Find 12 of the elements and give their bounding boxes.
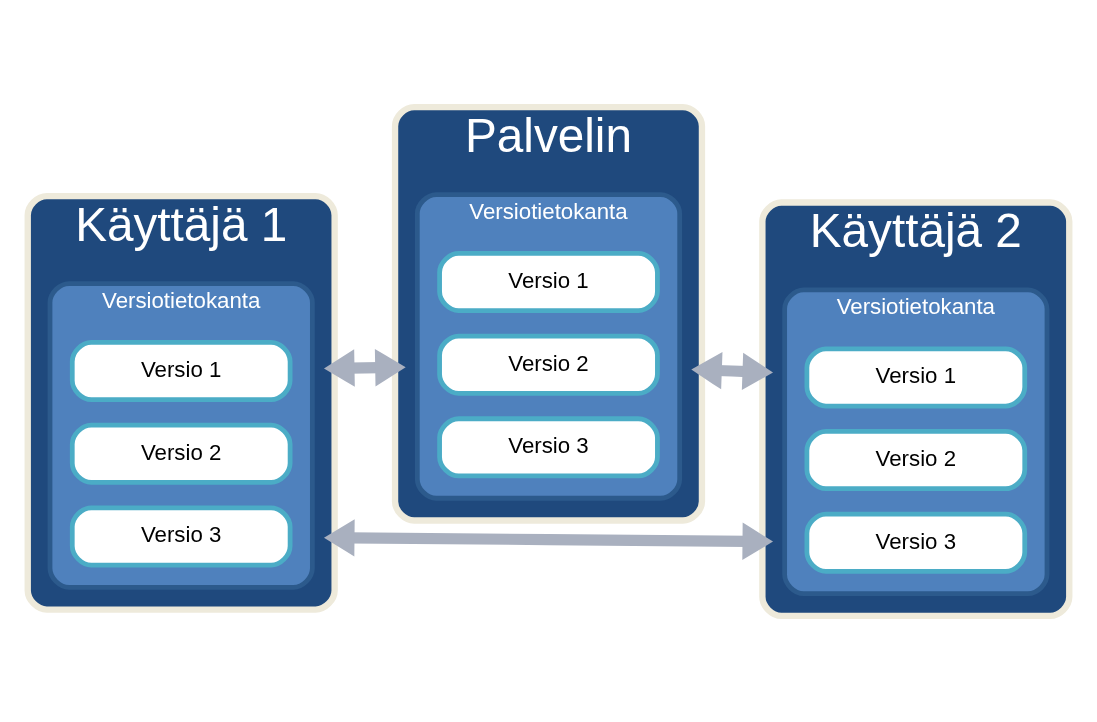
node-box: Versio 1 xyxy=(804,345,1028,408)
node-box: Versio 2 xyxy=(437,333,660,396)
arrow xyxy=(324,348,406,387)
arrow xyxy=(691,351,773,390)
node-box: Versio 3 xyxy=(69,504,293,567)
node-box: Versio 1 xyxy=(69,339,293,402)
node-box: Versio 3 xyxy=(804,511,1028,574)
arrow xyxy=(323,518,774,560)
node-box: Versio 2 xyxy=(804,428,1028,491)
node-box: Versio 2 xyxy=(69,422,293,485)
node-box: Versio 3 xyxy=(437,415,660,478)
node-box: Versio 1 xyxy=(437,250,660,313)
